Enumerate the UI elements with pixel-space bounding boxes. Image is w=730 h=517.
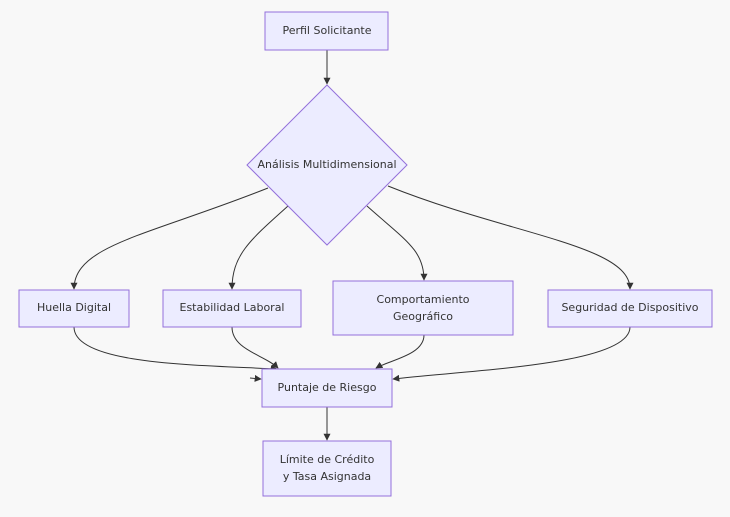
- node-label: Geográfico: [393, 310, 453, 323]
- node-label: Seguridad de Dispositivo: [561, 301, 698, 314]
- node-label: Análisis Multidimensional: [257, 158, 396, 171]
- node-label: y Tasa Asignada: [283, 470, 371, 483]
- edge-huella-puntaje: [73, 326, 278, 373]
- edge-analisis-huella: [70, 187, 269, 290]
- node-huella-digital[interactable]: Huella Digital: [18, 289, 130, 328]
- node-estabilidad-laboral[interactable]: Estabilidad Laboral: [162, 289, 302, 328]
- edge-analisis-comportamiento: [366, 205, 428, 281]
- node-perfil-solicitante[interactable]: Perfil Solicitante: [264, 11, 389, 51]
- node-label: Comportamiento: [377, 293, 470, 306]
- edge-huella-side: [249, 374, 262, 382]
- node-label: Estabilidad Laboral: [180, 301, 285, 314]
- edge-estabilidad-puntaje: [231, 326, 279, 369]
- node-puntaje-riesgo[interactable]: Puntaje de Riesgo: [261, 368, 393, 408]
- node-limite-credito[interactable]: Límite de Crédito y Tasa Asignada: [262, 440, 392, 497]
- edge-seguridad-puntaje: [392, 326, 631, 382]
- node-analisis-multidimensional[interactable]: Análisis Multidimensional: [246, 84, 408, 246]
- node-label: Límite de Crédito: [280, 453, 375, 466]
- edges: [70, 50, 634, 441]
- edge-comportamiento-puntaje: [375, 334, 425, 369]
- node-label: Huella Digital: [37, 301, 111, 314]
- node-label: Perfil Solicitante: [282, 24, 371, 37]
- node-seguridad-dispositivo[interactable]: Seguridad de Dispositivo: [547, 289, 713, 328]
- edge-analisis-estabilidad: [228, 205, 289, 290]
- edge-analisis-seguridad: [387, 185, 634, 290]
- node-label: Puntaje de Riesgo: [278, 381, 377, 394]
- node-comportamiento-geografico[interactable]: Comportamiento Geográfico: [332, 280, 514, 336]
